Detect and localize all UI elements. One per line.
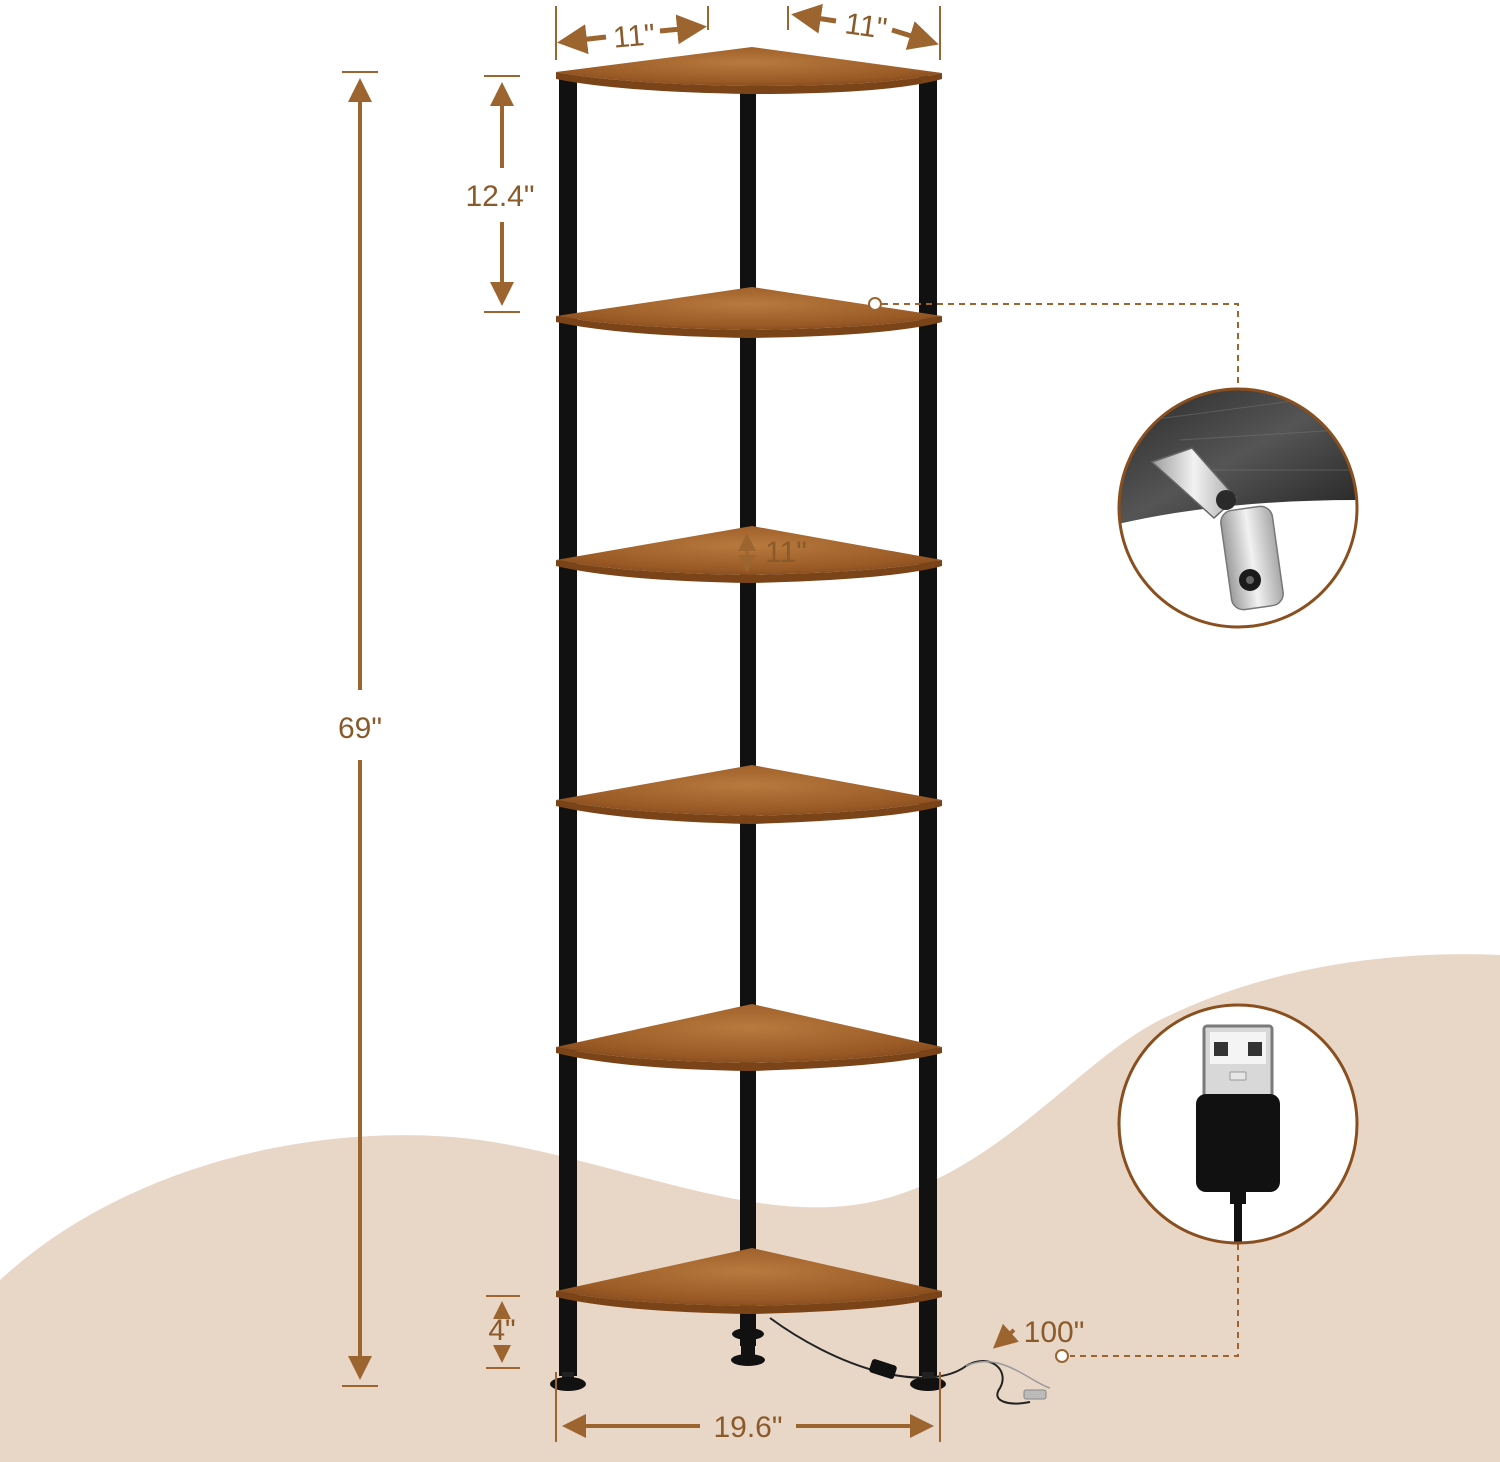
usb-cable [769, 1317, 1051, 1405]
corner-shelf-unit [550, 47, 946, 1391]
right-foot [910, 1377, 946, 1391]
shelf-1 [556, 47, 942, 94]
usb-callout [1117, 1003, 1359, 1245]
bracket-callout [1117, 387, 1359, 629]
base-width-label: 19.6" [713, 1411, 782, 1444]
shelf-6 [556, 1248, 942, 1314]
shelf-2 [556, 287, 942, 338]
left-foot [550, 1377, 586, 1391]
dim-total-height: 69" [338, 71, 382, 1387]
left-pole [559, 76, 577, 1376]
shelf-3 [556, 526, 942, 583]
wall-anchor-bracket-icon [1150, 447, 1284, 611]
shelf-5 [556, 1004, 942, 1071]
back-foot [731, 1354, 765, 1366]
dim-top-left: 11" [555, 6, 709, 60]
back-pole [740, 86, 756, 1346]
shelf-4 [556, 765, 942, 824]
cable-switch [869, 1359, 897, 1379]
top-depth-left-label: 11" [612, 18, 657, 55]
usb-plug-end [1023, 1389, 1047, 1400]
dim-shelf-spacing: 12.4" [465, 75, 535, 313]
feet [550, 1328, 946, 1391]
usb-plug-icon [1196, 1024, 1280, 1243]
shelf-depth-label: 11" [765, 536, 807, 569]
dim-shelf-depth: 11" [738, 533, 807, 573]
top-depth-right-label: 11" [843, 7, 889, 45]
right-pole [919, 76, 937, 1376]
cable-length-label: 100" [1024, 1316, 1085, 1349]
bracket-callout-connector [868, 297, 1239, 388]
dim-cable-length: 100" [993, 1316, 1085, 1349]
shelf-spacing-label: 12.4" [465, 180, 534, 213]
usb-callout-connector [1055, 1244, 1239, 1363]
dim-top-right: 11" [787, 3, 941, 60]
dim-bottom-clearance: 4" [486, 1295, 520, 1369]
total-height-label: 69" [338, 712, 382, 745]
bottom-clearance-label: 4" [488, 1314, 515, 1347]
dim-base-width: 19.6" [555, 1372, 941, 1444]
